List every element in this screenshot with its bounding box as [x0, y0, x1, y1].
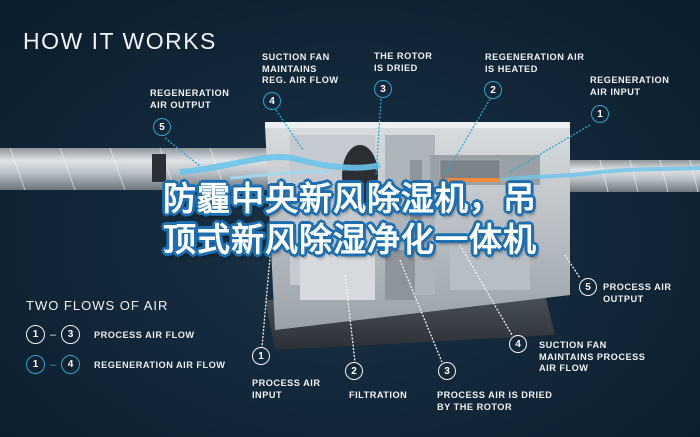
callout-number-4-top: 4 [263, 92, 281, 110]
dash: – [49, 328, 57, 341]
callout-label-suction-fan-reg: SUCTION FAN MAINTAINS REG. AIR FLOW [262, 52, 339, 85]
legend-label: PROCESS AIR FLOW [94, 329, 195, 340]
callout-label-filtration: FILTRATION [349, 390, 408, 400]
callout-number-3-bottom: 3 [438, 362, 456, 380]
legend-from-circle: 1 [26, 355, 45, 374]
callout-label-regen-output: REGENERATION AIR OUTPUT [150, 88, 230, 110]
legend-row-regeneration: 1 – 4 REGENERATION AIR FLOW [26, 355, 225, 374]
callout-label-regen-heated: REGENERATION AIR IS HEATED [485, 52, 585, 74]
callout-label-rotor-dried: THE ROTOR IS DRIED [374, 51, 433, 73]
dash: – [49, 358, 57, 371]
legend-row-process: 1 – 3 PROCESS AIR FLOW [26, 325, 195, 344]
page-title: HOW IT WORKS [23, 28, 217, 54]
legend-to-circle: 4 [61, 355, 80, 374]
callout-number-5-top: 5 [153, 118, 171, 136]
callout-number-1-top: 1 [591, 105, 609, 123]
callout-number-5-bottom: 5 [579, 278, 597, 296]
overlay-product-title: 防霾中央新风除湿机，吊 顶式新风除湿净化一体机 [163, 179, 537, 259]
legend-title: TWO FLOWS OF AIR [26, 298, 169, 313]
callout-label-process-output: PROCESS AIR OUTPUT [603, 282, 672, 304]
callout-label-regen-input: REGENERATION AIR INPUT [590, 75, 670, 97]
callout-number-1-bottom: 1 [252, 347, 270, 365]
callout-number-2-bottom: 2 [345, 362, 363, 380]
callout-number-4-bottom: 4 [509, 335, 527, 353]
callout-number-3-top: 3 [374, 80, 392, 98]
callout-number-2-top: 2 [484, 81, 502, 99]
legend-to-circle: 3 [61, 325, 80, 344]
callout-label-suction-fan-process: SUCTION FAN MAINTAINS PROCESS AIR FLOW [539, 340, 646, 373]
callout-label-process-input: PROCESS AIR INPUT [252, 378, 321, 400]
callout-label-process-dried: PROCESS AIR IS DRIED BY THE ROTOR [437, 390, 553, 412]
legend-label: REGENERATION AIR FLOW [94, 359, 226, 370]
legend-from-circle: 1 [26, 325, 45, 344]
